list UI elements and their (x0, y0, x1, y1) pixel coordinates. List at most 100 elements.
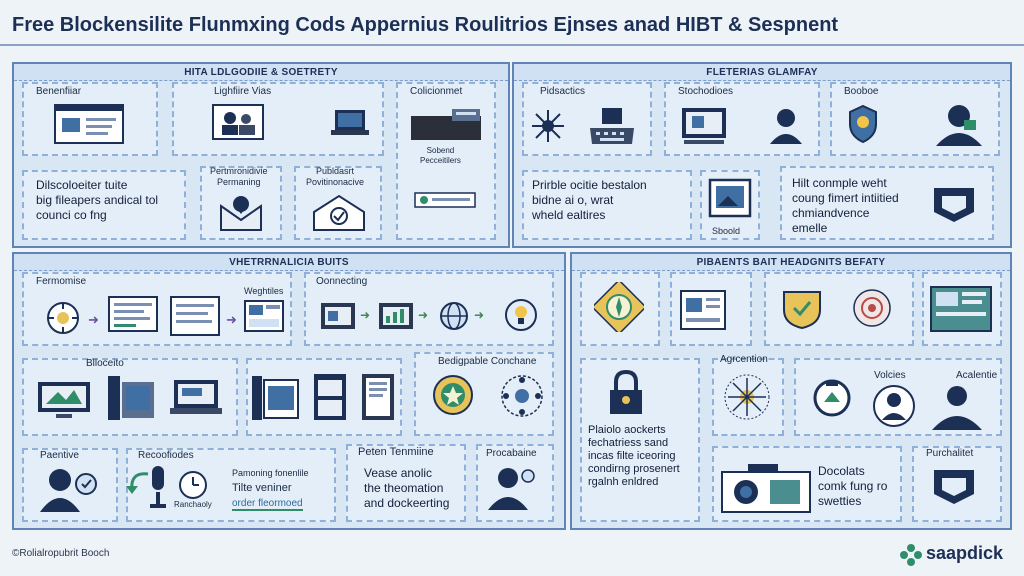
brand-name: saapdick (926, 543, 1004, 563)
medal-icon (432, 374, 474, 421)
envelope-user-icon (218, 192, 264, 237)
card-puldasrt-label: Publdasrt Povitinonacive (306, 166, 365, 187)
card-beneficier-label: Benenfiiar (36, 86, 82, 97)
card-text-b-body: Prirble ocitie bestalon bidne ai o, wrat… (532, 178, 647, 222)
chart-screen-icon (378, 302, 414, 335)
card-lightlyse-label: Lighfiire Vias (214, 86, 272, 97)
card-collection-sublabel: Sobend Pecceitilers (420, 146, 461, 165)
card-text-d-body: Plaiolo aockerts fechatriess sand incas … (588, 424, 680, 488)
card-paentive-label: Paentive (40, 450, 79, 461)
shield-badge-icon (848, 104, 878, 149)
card-weghtiles-label: Weghtiles (244, 286, 284, 296)
card-booboe-label: Booboe (844, 86, 879, 97)
card-text-c-body: Hilt conmple weht coung fimert intiitied… (792, 176, 899, 235)
user-avatar-icon (934, 102, 984, 151)
user-avatar-icon (930, 384, 984, 435)
card-volcies-label: Volcies (874, 370, 906, 381)
tilte-label: Tilte veniner (232, 482, 292, 494)
screen-frame-icon (320, 302, 356, 335)
card-sloot-label: Sboold (712, 226, 741, 236)
shield-check-icon (780, 288, 824, 335)
ranchaoly-label: Ranchaoly (174, 500, 212, 509)
network-globe-icon (500, 374, 544, 423)
user-desk-icon (768, 106, 804, 151)
flow-arrow-icon: ➜ (88, 312, 99, 327)
flow-arrow-icon: ➜ (360, 308, 371, 322)
refresh-arrow-icon (126, 468, 152, 505)
lightbulb-icon (504, 298, 538, 337)
page-title: Free Blockensilite Flunmxing Cods Appern… (12, 14, 839, 36)
browser-window-icon (54, 104, 124, 149)
panel-bottom-left-heading: VHETRRNALICIA BUITS (14, 254, 564, 271)
panel-top-left-heading: HITA LDLGODIIE & SOETRETY (14, 64, 508, 81)
card-text-d (580, 358, 700, 522)
padlock-icon (608, 369, 644, 421)
photo-frame-icon (708, 178, 752, 223)
dashboard-screen-icon (244, 300, 284, 337)
monitor-icon (680, 106, 728, 151)
pamoning-label: Pamoning fonenlile (232, 468, 309, 478)
card-oonnecting-label: Oonnecting (316, 276, 368, 287)
card-recofiodes-label: Recoofiodes (138, 450, 194, 461)
user-badge-icon (40, 464, 98, 517)
document-tray-icon (720, 462, 812, 519)
tablet-chart-icon (930, 286, 992, 337)
card-collection (396, 82, 496, 240)
network-node-icon (530, 108, 566, 149)
flow-arrow-icon: ➜ (418, 308, 429, 322)
network-hub-icon (722, 372, 772, 427)
order-link[interactable]: order fleormoed (232, 498, 303, 511)
card-purchalitet-label: Purchalitet (926, 448, 974, 459)
card-acalentie-label: Acalentie (956, 370, 998, 381)
video-call-icon (212, 104, 264, 145)
card-peten (346, 444, 466, 522)
target-network-icon (850, 286, 894, 335)
panel-top-right-heading: FLETERIAS GLAMFAY (514, 64, 1010, 81)
card-docolats-body: Docolats comk fung ro swetties (818, 464, 888, 508)
card-peten-body: Vease anolic the theomation and dockeert… (364, 466, 450, 510)
globe-network-icon (438, 300, 470, 337)
flow-arrow-icon: ➜ (226, 312, 237, 327)
user-avatar-icon (486, 462, 536, 517)
card-fermomise-label: Fermomise (36, 276, 87, 287)
card-peten-label: Peten Tenmiine (358, 446, 434, 458)
document-list-icon (108, 296, 158, 337)
microphone-icon (146, 464, 170, 517)
card-text-a-body: Dilscoloeiter tuite big fileapers andica… (36, 178, 159, 222)
card-pidsactics-label: Pidsactics (540, 86, 586, 97)
card-text-b (522, 170, 692, 240)
footer-credit: ©Rolialropubrit Booch (12, 548, 110, 559)
compass-icon (591, 279, 647, 337)
card-biloceito-label: Blloceito (86, 358, 124, 369)
card-permanently-label: Pertmronidivie Permaning (210, 166, 268, 187)
flow-arrow-icon: ➜ (474, 308, 485, 322)
server-frame-icon (250, 374, 302, 427)
tablet-doc-icon (312, 372, 348, 427)
folder-icon (410, 108, 482, 147)
gear-shield-icon (44, 300, 82, 341)
card-agrcention-label: Agrcention (720, 354, 768, 365)
brand-logo-icon (900, 544, 922, 571)
clock-icon (178, 470, 208, 505)
card-procabaine-label: Procabaine (486, 448, 537, 459)
phone-doc-icon (360, 372, 396, 427)
server-rack-icon (106, 374, 156, 427)
monitor-map-icon (36, 380, 92, 425)
certificate-icon (312, 192, 366, 237)
report-screen-icon (680, 290, 726, 335)
title-divider (0, 44, 1024, 46)
user-circle-icon (872, 384, 916, 433)
card-bedgable-label: Bedigpable Conchane (438, 356, 537, 367)
badge-tag-icon (414, 192, 476, 213)
card-stochemes-label: Stochodioes (678, 86, 734, 97)
panel-bottom-right-heading: PIBAENTS BAIT HEADGNITS BEFATY (572, 254, 1010, 271)
laptop-icon (330, 108, 370, 143)
clock-badge-icon (812, 378, 852, 423)
card-text-a (22, 170, 186, 240)
ribbon-tag-icon (930, 184, 978, 229)
laptop-screen-icon (170, 378, 222, 421)
ribbon-tag-icon (930, 466, 978, 511)
card-collection-label: Colicionmet (410, 86, 463, 97)
keyboard-lock-icon (586, 106, 638, 151)
document-page-icon (170, 296, 220, 341)
